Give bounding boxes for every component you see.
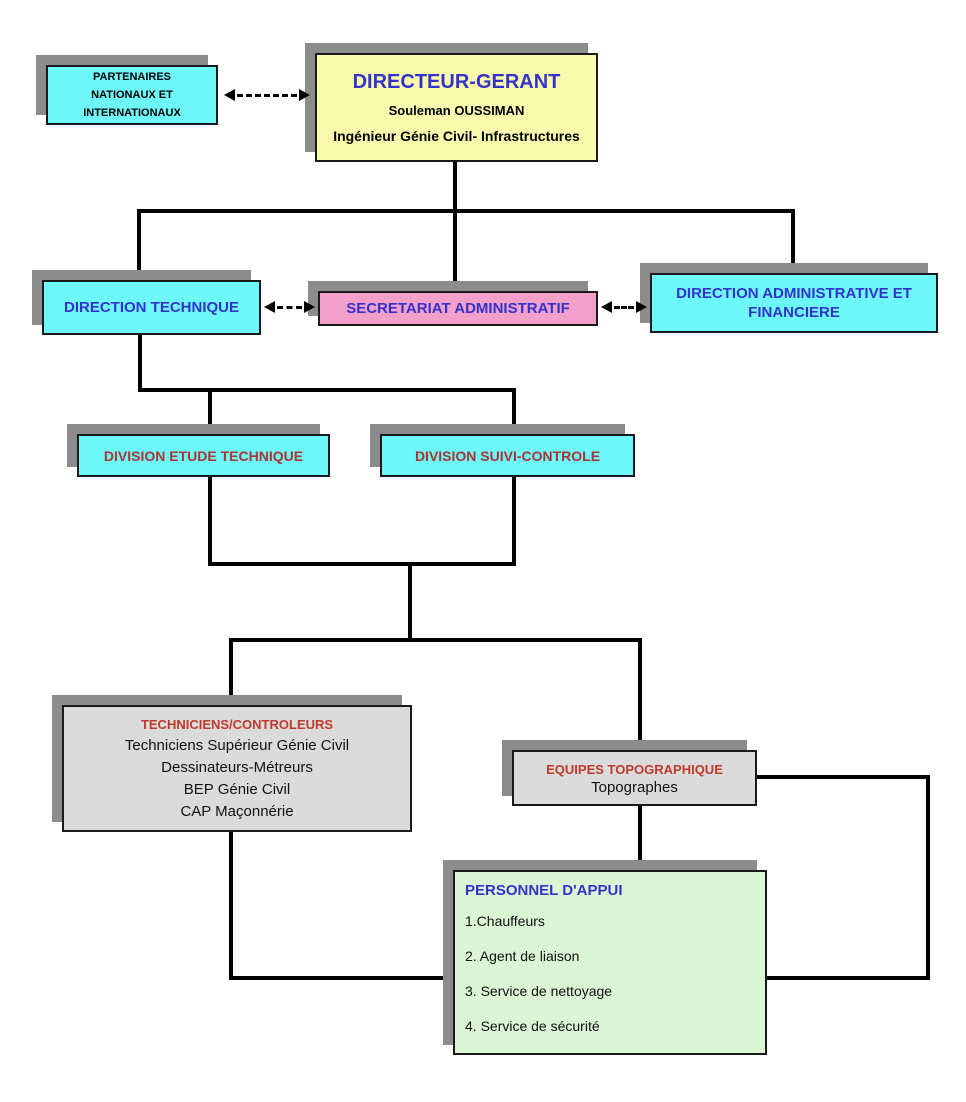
division-etude-label: DIVISION ETUDE TECHNIQUE bbox=[103, 447, 304, 464]
arrowhead-left-icon bbox=[224, 89, 235, 101]
directeur-name: Souleman OUSSIMAN bbox=[388, 103, 525, 118]
dashed-line bbox=[614, 305, 634, 309]
equipes-subtitle: Topographes bbox=[591, 779, 678, 796]
connector-line bbox=[638, 805, 642, 872]
arrowhead-left-icon bbox=[601, 301, 612, 313]
personnel-item: 4. Service de sécurité bbox=[465, 1018, 600, 1034]
box-partenaires: PARTENAIRES NATIONAUX ET INTERNATIONAUX bbox=[46, 65, 218, 125]
dashed-line bbox=[277, 305, 302, 309]
personnel-item: 2. Agent de liaison bbox=[465, 948, 580, 964]
partenaires-line2: NATIONAUX ET bbox=[91, 89, 173, 101]
division-suivi-label: DIVISION SUIVI-CONTROLE bbox=[414, 447, 601, 464]
arrowhead-right-icon bbox=[636, 301, 647, 313]
connector-line bbox=[208, 388, 212, 437]
connector-line bbox=[229, 638, 233, 707]
connector-line bbox=[757, 775, 930, 779]
box-division-etude-technique: DIVISION ETUDE TECHNIQUE bbox=[77, 434, 330, 477]
box-direction-administrative-financiere: DIRECTION ADMINISTRATIVE ET FINANCIERE bbox=[650, 273, 938, 333]
connector-line bbox=[512, 476, 516, 566]
box-directeur-gerant: DIRECTEUR-GERANT Souleman OUSSIMAN Ingén… bbox=[315, 53, 598, 162]
dashed-line bbox=[237, 93, 297, 97]
direction-technique-label: DIRECTION TECHNIQUE bbox=[63, 299, 239, 316]
connector-line bbox=[926, 775, 930, 980]
connector-line bbox=[453, 160, 457, 213]
connector-line bbox=[138, 388, 516, 392]
partenaires-line1: PARTENAIRES bbox=[92, 71, 172, 83]
techniciens-item: Dessinateurs-Métreurs bbox=[161, 759, 313, 776]
box-division-suivi-controle: DIVISION SUIVI-CONTROLE bbox=[380, 434, 635, 477]
connector-line bbox=[138, 333, 142, 392]
arrowhead-right-icon bbox=[299, 89, 310, 101]
connector-line bbox=[137, 209, 795, 213]
box-equipes-topographique: EQUIPES TOPOGRAPHIQUE Topographes bbox=[512, 750, 757, 806]
box-personnel-appui: PERSONNEL D'APPUI 1.Chauffeurs 2. Agent … bbox=[453, 870, 767, 1055]
dashed-arrow-secretariat-administrative bbox=[601, 301, 647, 313]
arrowhead-left-icon bbox=[264, 301, 275, 313]
dashed-arrow-partenaires-directeur bbox=[224, 89, 310, 101]
connector-line bbox=[512, 388, 516, 437]
secretariat-label: SECRETARIAT ADMINISTRATIF bbox=[346, 300, 570, 317]
dashed-arrow-technique-secretariat bbox=[264, 301, 315, 313]
partenaires-line3: INTERNATIONAUX bbox=[83, 107, 181, 119]
equipes-title: EQUIPES TOPOGRAPHIQUE bbox=[546, 762, 723, 777]
connector-line bbox=[453, 209, 457, 294]
connector-line bbox=[229, 976, 455, 980]
directeur-title: DIRECTEUR-GERANT bbox=[352, 71, 561, 93]
connector-line bbox=[408, 562, 412, 642]
direction-admin-label: DIRECTION ADMINISTRATIVE ET FINANCIERE bbox=[676, 285, 912, 321]
connector-line bbox=[208, 562, 516, 566]
connector-line bbox=[765, 976, 930, 980]
arrowhead-right-icon bbox=[304, 301, 315, 313]
personnel-item: 1.Chauffeurs bbox=[465, 913, 545, 929]
box-direction-technique: DIRECTION TECHNIQUE bbox=[42, 280, 261, 335]
personnel-item: 3. Service de nettoyage bbox=[465, 983, 613, 999]
box-techniciens-controleurs: TECHNICIENS/CONTROLEURS Techniciens Supé… bbox=[62, 705, 412, 832]
techniciens-item: BEP Génie Civil bbox=[183, 781, 291, 798]
connector-line bbox=[229, 830, 233, 980]
connector-line bbox=[229, 638, 642, 642]
connector-line bbox=[208, 476, 212, 566]
techniciens-title: TECHNICIENS/CONTROLEURS bbox=[140, 717, 334, 732]
directeur-role: Ingénieur Génie Civil- Infrastructures bbox=[333, 128, 580, 144]
box-secretariat-administratif: SECRETARIAT ADMINISTRATIF bbox=[318, 291, 598, 326]
connector-line bbox=[638, 638, 642, 752]
techniciens-item: Techniciens Supérieur Génie Civil bbox=[124, 737, 350, 754]
techniciens-item: CAP Maçonnérie bbox=[180, 803, 294, 820]
connector-line bbox=[137, 209, 141, 282]
connector-line bbox=[791, 209, 795, 275]
personnel-title: PERSONNEL D'APPUI bbox=[465, 882, 623, 899]
